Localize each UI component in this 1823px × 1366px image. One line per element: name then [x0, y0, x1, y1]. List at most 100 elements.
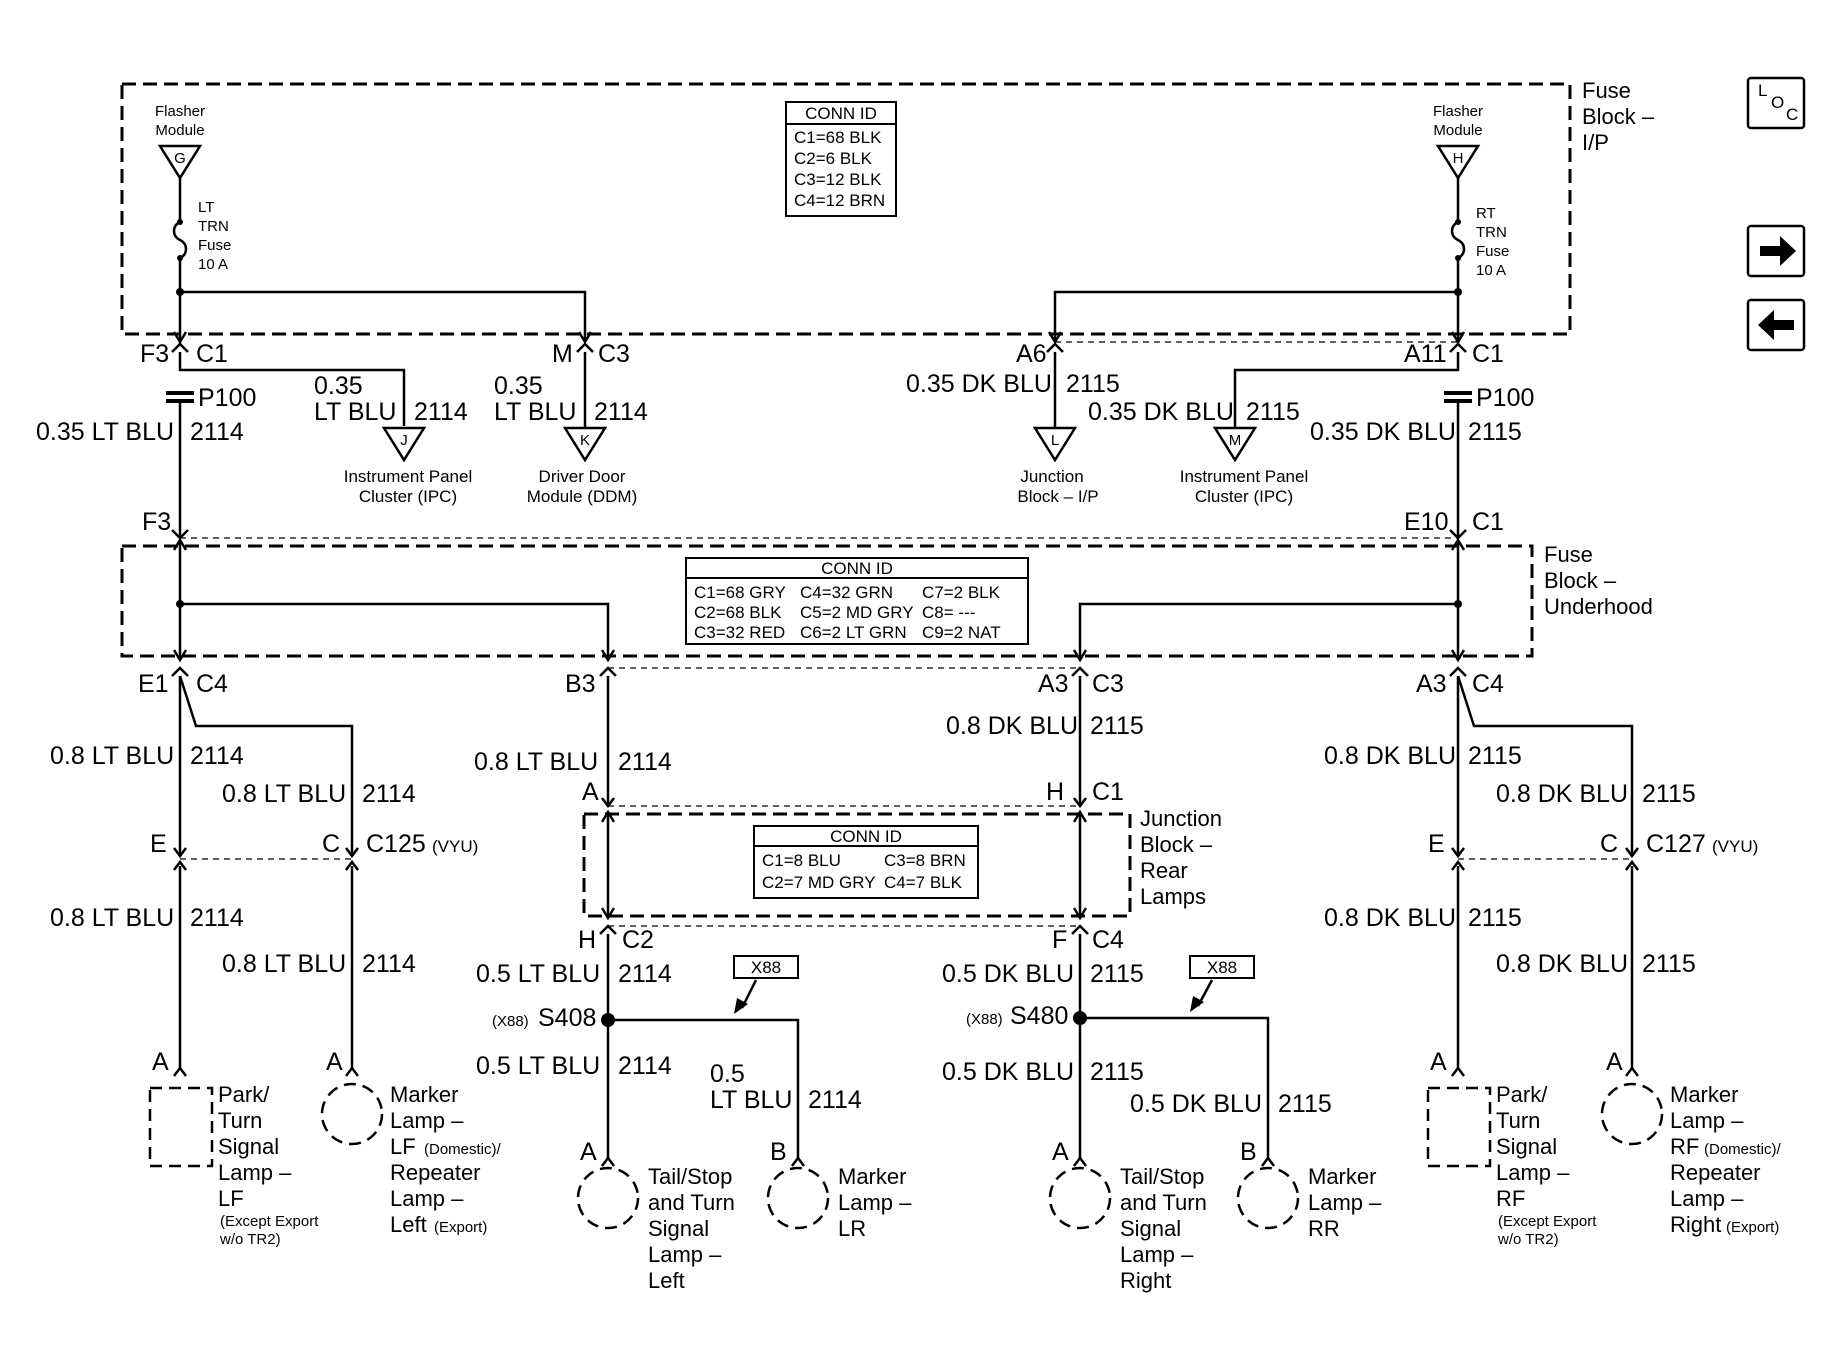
conn-id-row: C2=6 BLK: [794, 149, 873, 168]
conn-id-ip-table: CONN ID C1=68 BLK C2=6 BLK C3=12 BLK C4=…: [785, 101, 897, 217]
park-lamp-lf-label: Park/: [218, 1082, 270, 1107]
x88-tag-label: X88: [751, 958, 781, 977]
pin-c: C: [322, 830, 340, 858]
marker-lamp-rf-label: Lamp –: [1670, 1108, 1744, 1133]
tail-lamp-right-label: Signal: [1120, 1216, 1181, 1241]
circuit-2115: 2115: [1066, 370, 1120, 398]
wire-gauge: 0.35: [494, 372, 543, 400]
wire-label: 0.35 DK BLU: [906, 370, 1052, 398]
pin-b: B: [770, 1138, 787, 1166]
previous-page-button[interactable]: [1746, 298, 1806, 352]
circuit-2115: 2115: [1468, 904, 1522, 932]
rt-trn-fuse-label: TRN: [1476, 224, 1507, 241]
pin-a: A: [152, 1048, 169, 1076]
park-lamp-lf-note: w/o TR2): [219, 1231, 281, 1248]
rt-trn-fuse-icon: [1450, 178, 1466, 344]
tail-lamp-left-label: Lamp –: [648, 1242, 722, 1267]
x88-label: (X88): [966, 1011, 1003, 1028]
vyu-label: (VYU): [1712, 837, 1758, 856]
tail-lamp-left-label: Left: [648, 1268, 685, 1293]
pin-a6: A6: [1016, 340, 1047, 368]
conn-id-cell: C1=8 BLU: [762, 851, 841, 870]
pin-c: C: [1600, 830, 1618, 858]
pin-e: E: [150, 830, 167, 858]
conn-id-row: C1=68 BLK: [794, 128, 882, 147]
tail-lamp-right-icon: [1048, 1166, 1112, 1230]
loc-button[interactable]: L O C: [1746, 76, 1806, 130]
junction-block-rear-label: Junction: [1140, 806, 1222, 831]
wire-gauge: 0.35: [314, 372, 363, 400]
ipc-label: Instrument Panel: [344, 467, 473, 486]
conn-id-cell: C3=32 RED: [694, 623, 785, 642]
pin-f3: F3: [142, 508, 171, 536]
ipc-terminal: [381, 426, 427, 463]
wire-2114: [178, 675, 354, 854]
wire-color: LT BLU: [710, 1086, 792, 1114]
pin-k: K: [580, 432, 590, 449]
wire-label: 0.35 DK BLU: [1310, 418, 1456, 446]
park-lamp-rf-note: (Except Export: [1498, 1213, 1597, 1230]
conn-id-rear-table: CONN ID C1=8 BLU C3=8 BRN C2=7 MD GRY C4…: [753, 825, 979, 899]
splice-s480-label: S480: [1010, 1002, 1068, 1030]
lt-trn-fuse-label: 10 A: [198, 256, 228, 273]
circuit-2115: 2115: [1090, 960, 1144, 988]
lt-trn-fuse-label: TRN: [198, 218, 229, 235]
conn-id-cell: C4=7 BLK: [884, 873, 963, 892]
conn-id-cell: C8= ---: [922, 603, 975, 622]
wire-2114: [178, 352, 406, 426]
pin-e: E: [1428, 830, 1445, 858]
pin-a: A: [582, 778, 599, 806]
pin-h: H: [578, 926, 596, 954]
park-lamp-rf-note: w/o TR2): [1497, 1231, 1559, 1248]
tail-lamp-right-label: Right: [1120, 1268, 1171, 1293]
marker-lamp-rr-label: Marker: [1308, 1164, 1376, 1189]
tail-lamp-left-icon: [576, 1166, 640, 1230]
rt-trn-fuse-label: RT: [1476, 205, 1496, 222]
wire-2115: [1078, 602, 1458, 660]
conn-id-cell: C9=2 NAT: [922, 623, 1001, 642]
conn-id-cell: C6=2 LT GRN: [800, 623, 907, 642]
marker-lamp-rf-label: Repeater: [1670, 1160, 1761, 1185]
marker-lamp-rr-icon: [1236, 1166, 1300, 1230]
wire-label: 0.8 LT BLU: [222, 950, 346, 978]
connector-c4: C4: [1092, 926, 1124, 954]
marker-lamp-rr-label: Lamp –: [1308, 1190, 1382, 1215]
lt-trn-fuse-icon: [172, 178, 188, 344]
vyu-label: (VYU): [432, 837, 478, 856]
fuse-block-ip-label-2: Block –: [1582, 104, 1655, 129]
park-lamp-rf-label: Turn: [1496, 1108, 1540, 1133]
marker-lamp-lr-label: Marker: [838, 1164, 906, 1189]
wire-color: LT BLU: [494, 398, 576, 426]
pin-a11: A11: [1404, 340, 1447, 368]
wire-label: 0.8 LT BLU: [50, 904, 174, 932]
pin-a: A: [1606, 1048, 1623, 1076]
flasher-module-left-label: Flasher: [155, 103, 205, 120]
conn-id-title: CONN ID: [821, 559, 893, 578]
loc-c: C: [1786, 105, 1798, 124]
ipc-label: Instrument Panel: [1180, 467, 1309, 486]
pin-h: H: [1046, 778, 1064, 806]
connector-c1: C1: [1472, 340, 1504, 368]
circuit-2114: 2114: [618, 960, 672, 988]
conn-id-underhood-table: CONN ID C1=68 GRY C4=32 GRN C7=2 BLK C2=…: [685, 557, 1029, 645]
wire-2114: [180, 602, 610, 660]
park-lamp-lf-note: (Except Export: [220, 1213, 319, 1230]
circuit-2115: 2115: [1468, 742, 1522, 770]
marker-lamp-rr-label: RR: [1308, 1216, 1340, 1241]
park-lamp-rf-label: Lamp –: [1496, 1160, 1570, 1185]
circuit-2115: 2115: [1642, 780, 1696, 808]
tail-lamp-left-label: Tail/Stop: [648, 1164, 732, 1189]
junction-block-ip-label: Junction: [1020, 467, 1083, 486]
loc-o: O: [1771, 93, 1784, 112]
park-lamp-rf-label: Park/: [1496, 1082, 1548, 1107]
pin-f: F: [1052, 926, 1067, 954]
next-page-button[interactable]: [1746, 224, 1806, 278]
wire-label: 0.8 DK BLU: [1496, 780, 1628, 808]
fuse-block-ip-label-1: Fuse: [1582, 78, 1631, 103]
wire-2115: [1233, 352, 1460, 428]
wire-label: 0.8 DK BLU: [1324, 904, 1456, 932]
pin-a: A: [1052, 1138, 1069, 1166]
flasher-right-terminal: [1435, 144, 1481, 181]
circuit-2115: 2115: [1468, 418, 1522, 446]
p100-connector-right: [1444, 391, 1472, 403]
